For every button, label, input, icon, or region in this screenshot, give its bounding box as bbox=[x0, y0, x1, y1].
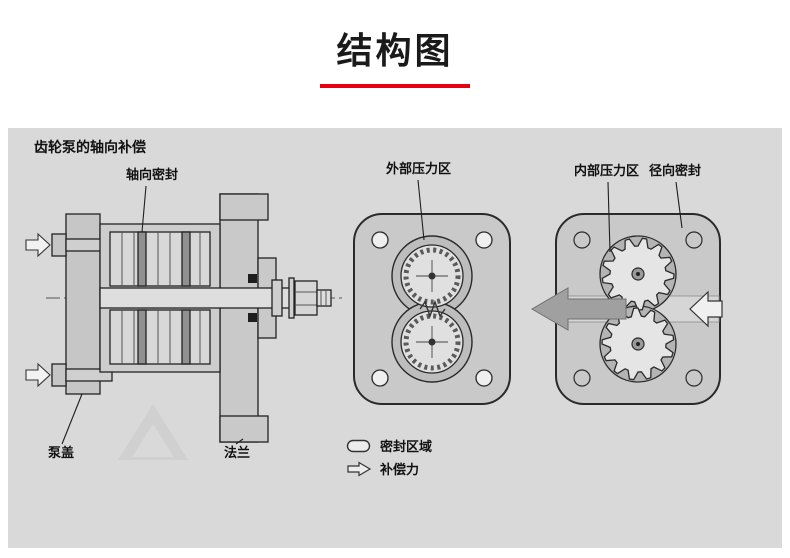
label-axial-seal: 轴向密封 bbox=[126, 168, 179, 183]
page-title-block: 结构图 bbox=[0, 22, 790, 88]
leader-external-pressure bbox=[417, 179, 425, 241]
shaft-collar bbox=[271, 279, 283, 317]
bolt-hole bbox=[371, 369, 389, 387]
compensation-force-arrow-icon bbox=[347, 460, 372, 477]
bolt-hole bbox=[475, 231, 493, 249]
seal-square-bottom bbox=[248, 313, 257, 322]
thread-end bbox=[316, 289, 332, 307]
title-underline bbox=[320, 84, 470, 88]
leader-lines bbox=[61, 179, 683, 445]
leader-flange bbox=[235, 438, 244, 445]
legend: 密封区域 补偿力 bbox=[346, 434, 432, 480]
leader-axial-seal bbox=[141, 185, 147, 233]
label-radial-seal: 径向密封 bbox=[649, 164, 702, 179]
bolt-hole bbox=[371, 231, 389, 249]
leader-pump-cover bbox=[61, 393, 83, 445]
diagram-panel: 齿轮泵的轴向补偿 轴向密封 外部压力区 内部压力区 径向密封 泵盖 法兰 密封区… bbox=[8, 128, 782, 548]
gear-view-drawing bbox=[531, 213, 723, 405]
pump-face-drawing bbox=[353, 213, 511, 405]
seal-area-icon bbox=[346, 439, 371, 452]
legend-label-compensation-force: 补偿力 bbox=[380, 463, 420, 478]
label-external-pressure-zone: 外部压力区 bbox=[386, 162, 452, 177]
bolt-hole bbox=[475, 369, 493, 387]
legend-item-compensation-force: 补偿力 bbox=[346, 457, 432, 480]
bolt-hole bbox=[685, 231, 703, 249]
cross-section-drawing bbox=[25, 193, 342, 443]
spring-symbol bbox=[419, 299, 446, 319]
seal-square-top bbox=[248, 274, 257, 283]
axial-seal-strip-bottom bbox=[137, 309, 147, 365]
label-pump-cover: 泵盖 bbox=[48, 446, 75, 461]
watermark-logo bbox=[118, 404, 188, 460]
label-internal-pressure-zone: 内部压力区 bbox=[574, 164, 640, 179]
discharge-arrow bbox=[531, 287, 627, 331]
page-title: 结构图 bbox=[336, 31, 454, 72]
compensation-arrow-top bbox=[25, 232, 51, 258]
axial-seal-strip-top bbox=[137, 231, 147, 287]
bolt-head-top bbox=[51, 233, 67, 257]
label-group-internal: 内部压力区 径向密封 bbox=[574, 164, 701, 180]
leader-radial-seal bbox=[675, 181, 683, 229]
legend-item-seal-area: 密封区域 bbox=[346, 434, 432, 457]
bolt-hole bbox=[685, 369, 703, 387]
bolt-head-bottom bbox=[51, 363, 67, 387]
bolt-hole bbox=[573, 231, 591, 249]
drive-shaft bbox=[99, 287, 317, 309]
legend-label-seal-area: 密封区域 bbox=[380, 440, 433, 455]
washer bbox=[288, 277, 295, 319]
hex-nut bbox=[294, 280, 318, 316]
compensation-arrow-bottom bbox=[25, 362, 51, 388]
label-flange: 法兰 bbox=[224, 446, 251, 461]
bolt-hole bbox=[573, 369, 591, 387]
suction-arrow bbox=[689, 290, 723, 328]
bearing-block-top bbox=[109, 231, 211, 287]
bearing-block-bottom bbox=[109, 309, 211, 365]
leader-internal-pressure bbox=[607, 181, 611, 253]
diagram-canvas bbox=[25, 179, 723, 460]
diagram-heading: 齿轮泵的轴向补偿 bbox=[34, 140, 146, 156]
